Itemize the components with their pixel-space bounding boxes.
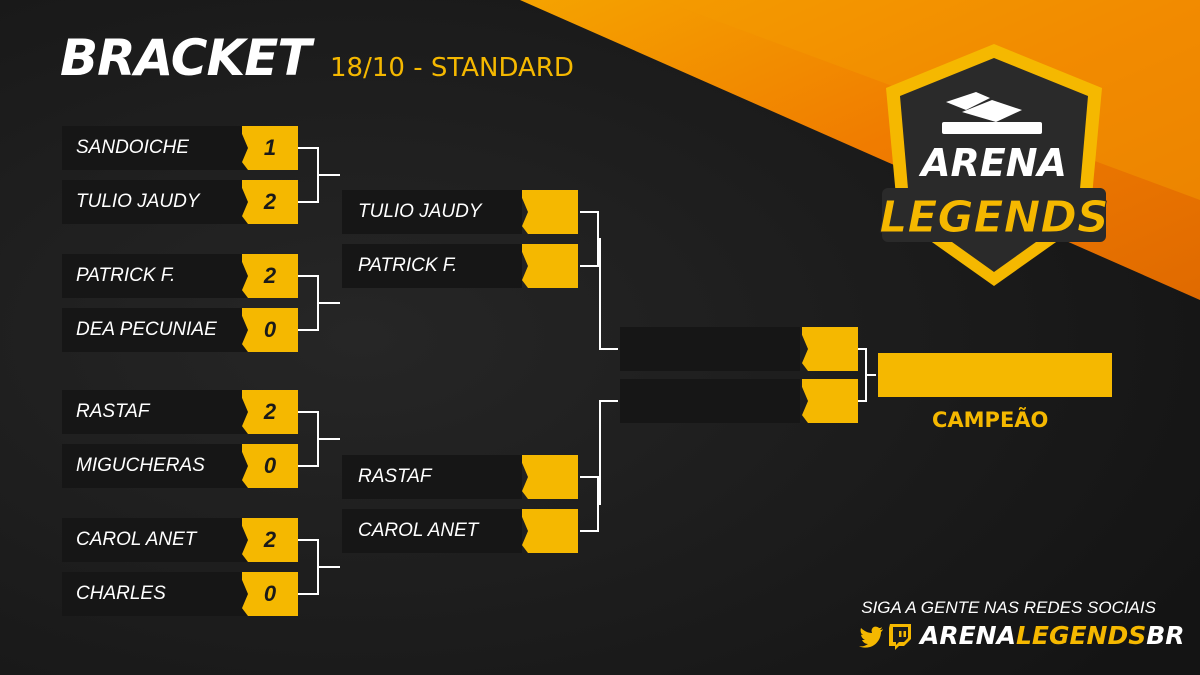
player-name: TULIO JAUDY <box>358 201 482 222</box>
round2-slot: TULIO JAUDY <box>342 190 522 234</box>
score-box: 0 <box>242 308 298 352</box>
logo-line2: LEGENDS <box>879 192 1108 243</box>
round1-slot: PATRICK F. <box>62 254 248 298</box>
player-name: TULIO JAUDY <box>76 191 200 212</box>
score-box <box>522 190 578 234</box>
score-box: 0 <box>242 444 298 488</box>
score-box <box>522 244 578 288</box>
social-handle-c: BR <box>1146 621 1185 650</box>
player-name: RASTAF <box>358 466 432 487</box>
score-box <box>522 509 578 553</box>
social-handle-b: LEGENDS <box>1015 621 1147 650</box>
round1-slot: DEA PECUNIAE <box>62 308 248 352</box>
twitch-icon[interactable] <box>888 624 912 650</box>
social-handle-a: ARENA <box>920 621 1016 650</box>
arena-legends-logo: ARENA LEGENDS <box>879 44 1109 286</box>
score-box: 2 <box>242 518 298 562</box>
score-box: 0 <box>242 572 298 616</box>
player-name: PATRICK F. <box>358 255 458 276</box>
logo-line1: ARENA <box>918 141 1067 185</box>
score-box: 2 <box>242 390 298 434</box>
social-handle[interactable]: ARENALEGENDSBR <box>920 618 1185 654</box>
final-slot <box>620 379 800 423</box>
score-box: 2 <box>242 254 298 298</box>
champion-label: CAMPEÃO <box>932 408 1049 432</box>
player-name: SANDOICHE <box>76 137 189 158</box>
page-title: BRACKET <box>60 29 311 87</box>
round2-slot: CAROL ANET <box>342 509 522 553</box>
player-name: CAROL ANET <box>76 529 197 550</box>
page-subtitle: 18/10 - STANDARD <box>330 53 574 83</box>
twitter-icon[interactable] <box>858 626 884 648</box>
player-name: CAROL ANET <box>358 520 479 541</box>
round2-slot: RASTAF <box>342 455 522 499</box>
score-box: 2 <box>242 180 298 224</box>
round1-slot: SANDOICHE <box>62 126 248 170</box>
social-text: SIGA A GENTE NAS REDES SOCIAIS <box>861 598 1156 617</box>
round1-slot: TULIO JAUDY <box>62 180 248 224</box>
player-name: MIGUCHERAS <box>76 455 205 476</box>
score-box: 1 <box>242 126 298 170</box>
score-box <box>802 379 858 423</box>
champion-slot <box>878 353 1112 397</box>
round1-slot: MIGUCHERAS <box>62 444 248 488</box>
round1-slot: CHARLES <box>62 572 248 616</box>
player-name: RASTAF <box>76 401 150 422</box>
player-name: PATRICK F. <box>76 265 176 286</box>
player-name: DEA PECUNIAE <box>76 319 217 340</box>
score-box <box>802 327 858 371</box>
player-name: CHARLES <box>76 583 166 604</box>
round1-slot: RASTAF <box>62 390 248 434</box>
round1-slot: CAROL ANET <box>62 518 248 562</box>
round2-slot: PATRICK F. <box>342 244 522 288</box>
final-slot <box>620 327 800 371</box>
score-box <box>522 455 578 499</box>
